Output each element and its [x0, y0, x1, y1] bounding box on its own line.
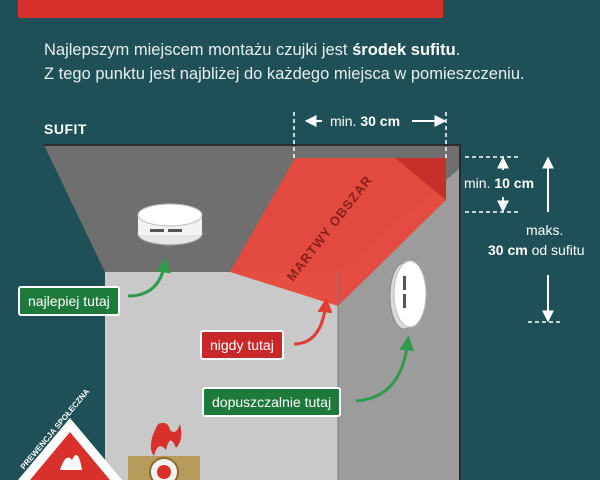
dim-right-top-value: 10 cm [494, 175, 535, 191]
best-arrow [127, 257, 171, 298]
intro-line-2: Z tego punktu jest najbliżej do każdego … [44, 65, 525, 83]
callout-best-place: najlepiej tutaj [18, 286, 120, 316]
acceptable-arrow [355, 335, 415, 403]
dim-top-label: min. 30 cm [330, 113, 400, 129]
wall-smoke-detector [389, 260, 427, 330]
dim-right-max-line2: 30 cm od sufitu [488, 242, 585, 258]
dim-top-prefix: min. [330, 113, 361, 129]
dim-right-top-label: min. 10 cm [464, 175, 534, 191]
dim-right-max-suffix: od sufitu [527, 242, 585, 258]
dim-right-top-prefix: min. [464, 175, 495, 191]
dead-zone [230, 158, 446, 306]
back-wall [105, 272, 338, 480]
fire-service-emblem [128, 422, 200, 480]
dim-top-value: 30 cm [360, 113, 401, 129]
never-arrow [293, 297, 333, 346]
dim-right-max-value: 30 cm [488, 242, 528, 258]
callout-acceptable-place: dopuszczalnie tutaj [202, 387, 342, 417]
dim-right-max-line1: maks. [526, 222, 564, 238]
intro-line-1-start: Najlepszym miejscem montażu czujki jest [44, 41, 353, 59]
title-banner [18, 0, 443, 18]
callout-never-place: nigdy tutaj [200, 330, 284, 360]
intro-line-1-emphasis: środek sufitu [352, 41, 456, 59]
ceiling-edge [44, 144, 461, 480]
intro-line-1: Najlepszym miejscem montażu czujki jest … [44, 41, 460, 60]
dead-zone-wall-strip [395, 158, 446, 200]
intro-line-1-end: . [455, 41, 461, 59]
ceiling-label: SUFIT [44, 121, 87, 137]
ceiling-smoke-detector [137, 203, 203, 246]
